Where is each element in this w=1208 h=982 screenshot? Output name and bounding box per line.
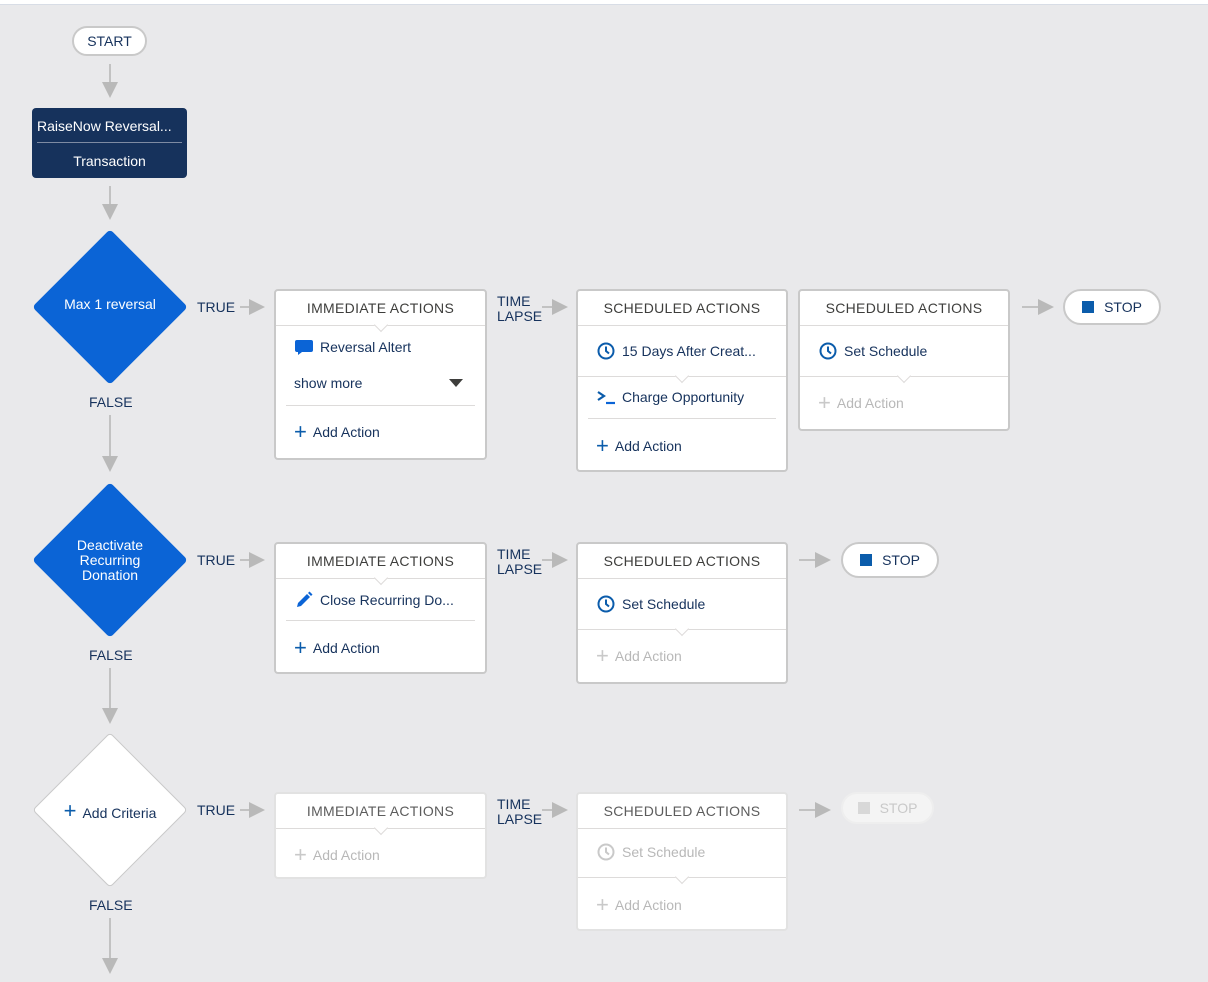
add-action-scheduled-1b[interactable]: +Add Action [818,390,904,415]
add-action-scheduled-2[interactable]: +Add Action [596,643,682,668]
stop-square-icon [860,554,873,566]
notch [674,621,690,637]
action-close-recurring[interactable]: Close Recurring Do... [294,590,475,610]
apex-icon [597,391,615,405]
notch [674,869,690,885]
plus-icon: + [294,419,307,444]
false-label-2: FALSE [89,647,133,663]
add-action-immediate-2[interactable]: +Add Action [294,635,380,660]
false-label-1: FALSE [89,394,133,410]
scheduled-header-1a: SCHEDULED ACTIONS [578,291,786,326]
plus-icon: + [818,390,831,415]
set-schedule-2[interactable]: Set Schedule [596,594,776,614]
scheduled-actions-3: SCHEDULED ACTIONS Set Schedule +Add Acti… [576,792,788,931]
pencil-icon [297,591,313,607]
stop-node-1: STOP [1063,289,1161,325]
stop-node-2: STOP [841,542,939,578]
clock-icon [597,843,615,861]
add-criteria-label[interactable]: +Add Criteria [63,798,157,823]
notch [674,368,690,384]
row-divider [588,418,776,419]
plus-icon: + [596,433,609,458]
plus-icon: + [294,842,307,867]
action-charge-opportunity[interactable]: Charge Opportunity [596,387,776,407]
immediate-actions-3: IMMEDIATE ACTIONS +Add Action [274,792,487,879]
show-more-toggle[interactable]: show more [294,375,475,391]
plus-icon: + [596,643,609,668]
clock-icon [597,595,615,613]
add-action-scheduled-3[interactable]: +Add Action [596,892,682,917]
stop-square-icon [1082,301,1095,313]
chevron-down-icon [449,379,463,387]
clock-icon [597,342,615,360]
scheduled-actions-1a: SCHEDULED ACTIONS 15 Days After Creat...… [576,289,788,472]
row-divider [286,620,475,621]
immediate-actions-2: IMMEDIATE ACTIONS Close Recurring Do... … [274,542,487,674]
add-action-immediate-1[interactable]: +Add Action [294,419,380,444]
plus-icon: + [294,635,307,660]
notch [896,368,912,384]
immediate-header-1: IMMEDIATE ACTIONS [276,291,485,333]
start-node: START [72,26,147,56]
stop-node-3: STOP [841,792,934,824]
chat-bubble-icon [295,340,313,355]
clock-icon [819,342,837,360]
row-divider [286,405,475,406]
start-label: START [87,33,132,49]
schedule-15-days[interactable]: 15 Days After Creat... [596,341,776,361]
add-action-scheduled-1a[interactable]: +Add Action [596,433,682,458]
immediate-actions-1: IMMEDIATE ACTIONS Reversal Altert show m… [274,289,487,460]
set-schedule-1b[interactable]: Set Schedule [818,341,998,361]
scheduled-header-1b: SCHEDULED ACTIONS [800,291,1008,326]
scheduled-actions-2: SCHEDULED ACTIONS Set Schedule +Add Acti… [576,542,788,684]
action-reversal-altert[interactable]: Reversal Altert [294,337,475,357]
object-node[interactable]: RaiseNow Reversal... Transaction [32,108,187,178]
set-schedule-3[interactable]: Set Schedule [596,842,776,862]
scheduled-header-2: SCHEDULED ACTIONS [578,544,786,579]
scheduled-actions-1b: SCHEDULED ACTIONS Set Schedule +Add Acti… [798,289,1010,431]
true-label-1: TRUE [197,299,236,315]
object-divider [37,142,182,143]
scheduled-header-3: SCHEDULED ACTIONS [578,794,786,829]
plus-icon: + [596,892,609,917]
true-label-3: TRUE [197,802,236,818]
plus-icon: + [63,798,77,823]
object-type: Transaction [73,153,146,169]
false-label-3: FALSE [89,897,133,913]
true-label-2: TRUE [197,552,236,568]
object-name: RaiseNow Reversal... [37,118,172,134]
criteria-name-1: Max 1 reversal [64,296,156,312]
immediate-header-3: IMMEDIATE ACTIONS [276,794,485,836]
stop-square-icon [857,802,870,814]
immediate-header-2: IMMEDIATE ACTIONS [276,544,485,586]
add-action-immediate-3[interactable]: +Add Action [294,842,380,867]
